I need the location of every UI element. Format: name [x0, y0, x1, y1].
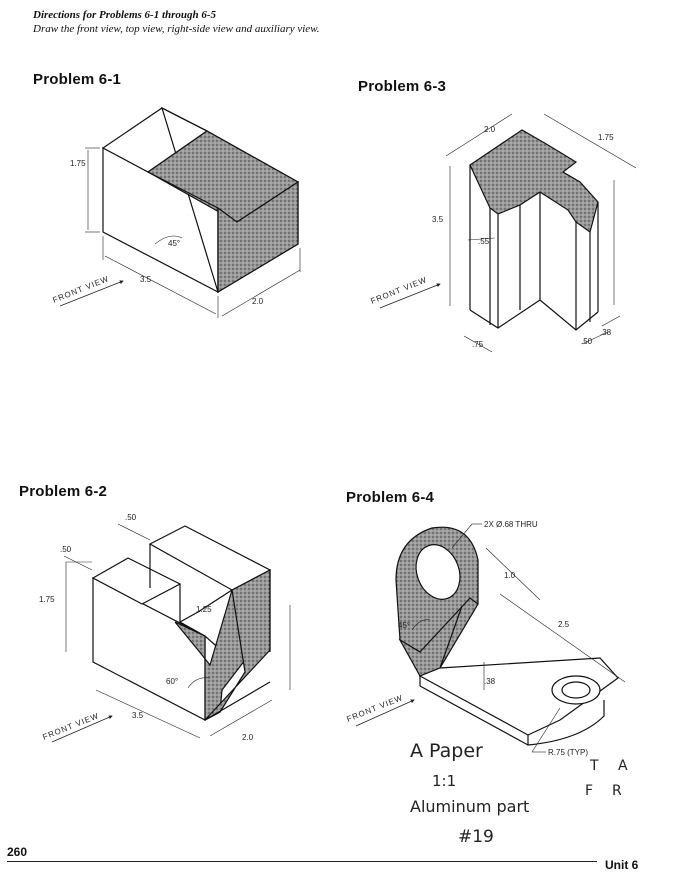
problem-6-2-dim-height: 1.75: [39, 595, 55, 604]
svg-text:#19: #19: [458, 827, 494, 847]
problem-6-2-dim-top: .50: [125, 513, 137, 522]
footer-rule: [7, 861, 597, 862]
problem-6-4-dim-ear: 1.0: [504, 571, 516, 580]
problem-6-2-dim-left: .50: [60, 545, 72, 554]
problem-6-3-title: Problem 6-3: [358, 78, 447, 95]
problem-6-4-drawing: [395, 526, 619, 746]
problem-6-3-dim-step: .38: [600, 328, 612, 337]
problem-6-2-front-view-arrow: FRONT VIEW: [41, 711, 113, 743]
problem-6-4-front-view-arrow: FRONT VIEW: [345, 693, 415, 727]
svg-text:R: R: [612, 783, 622, 799]
problem-6-3-dimensions: [445, 113, 637, 353]
problem-6-3-drawing: [469, 129, 599, 331]
problem-6-3-dim-height: 3.5: [432, 215, 444, 224]
problem-6-4-dim-thickness: .38: [484, 677, 496, 686]
svg-text:A Paper: A Paper: [410, 740, 483, 762]
problem-6-2-dim-width: 3.5: [132, 711, 144, 720]
problem-6-1-dim-angle: 45°: [168, 239, 180, 248]
problem-6-2-dimensions: [63, 523, 291, 739]
problem-6-4-dim-hole: 2X Ø.68 THRU: [484, 520, 538, 529]
problem-6-4-dimensions: [411, 523, 626, 753]
problem-6-3-dim-depth: 1.75: [598, 133, 614, 142]
problem-6-3-front-view-arrow: FRONT VIEW: [369, 275, 441, 309]
problem-6-2-dim-slot: 1.25: [196, 605, 212, 614]
problem-6-1-dimensions: [85, 147, 301, 318]
handwritten-notes: A Paper 1:1 Aluminum part #19 T A F R: [410, 740, 628, 847]
svg-text:FRONT VIEW: FRONT VIEW: [41, 711, 100, 742]
problem-6-2-dim-angle: 60°: [166, 677, 178, 686]
svg-text:Aluminum part: Aluminum part: [410, 797, 529, 816]
svg-text:T: T: [589, 758, 599, 774]
problem-6-4-dim-angle: 45°: [398, 621, 410, 630]
problem-6-3-dim-width: 2.0: [484, 125, 496, 134]
problem-6-4-dim-radius: R.75 (TYP): [548, 748, 588, 757]
svg-text:1:1: 1:1: [432, 772, 456, 790]
directions-text: Draw the front view, top view, right-sid…: [33, 23, 320, 35]
problem-6-2-title: Problem 6-2: [19, 483, 108, 500]
problem-6-1-title: Problem 6-1: [33, 71, 122, 88]
problem-6-1-front-view-arrow: FRONT VIEW: [51, 274, 124, 307]
svg-text:A: A: [618, 758, 628, 774]
problem-6-1-dim-width: 3.5: [140, 275, 152, 284]
unit-label: Unit 6: [605, 858, 639, 872]
problem-6-3-dim-right: .50: [581, 337, 593, 346]
problem-6-2-dim-depth: 2.0: [242, 733, 254, 742]
problem-6-3-dim-slot: .55: [478, 237, 490, 246]
problem-6-2-drawing: [91, 525, 272, 721]
problem-6-1-dim-depth: 2.0: [252, 297, 264, 306]
directions-title: Directions for Problems 6-1 through 6-5: [33, 9, 217, 21]
svg-text:F: F: [585, 783, 593, 799]
problem-6-1-drawing: [101, 106, 300, 294]
svg-text:FRONT VIEW: FRONT VIEW: [369, 275, 428, 306]
problem-6-3-dim-left: .75: [472, 340, 484, 349]
problem-6-4-dim-length: 2.5: [558, 620, 570, 629]
page-number: 260: [7, 845, 28, 859]
problem-6-1-dim-height: 1.75: [70, 159, 86, 168]
problem-6-4-title: Problem 6-4: [346, 489, 435, 506]
